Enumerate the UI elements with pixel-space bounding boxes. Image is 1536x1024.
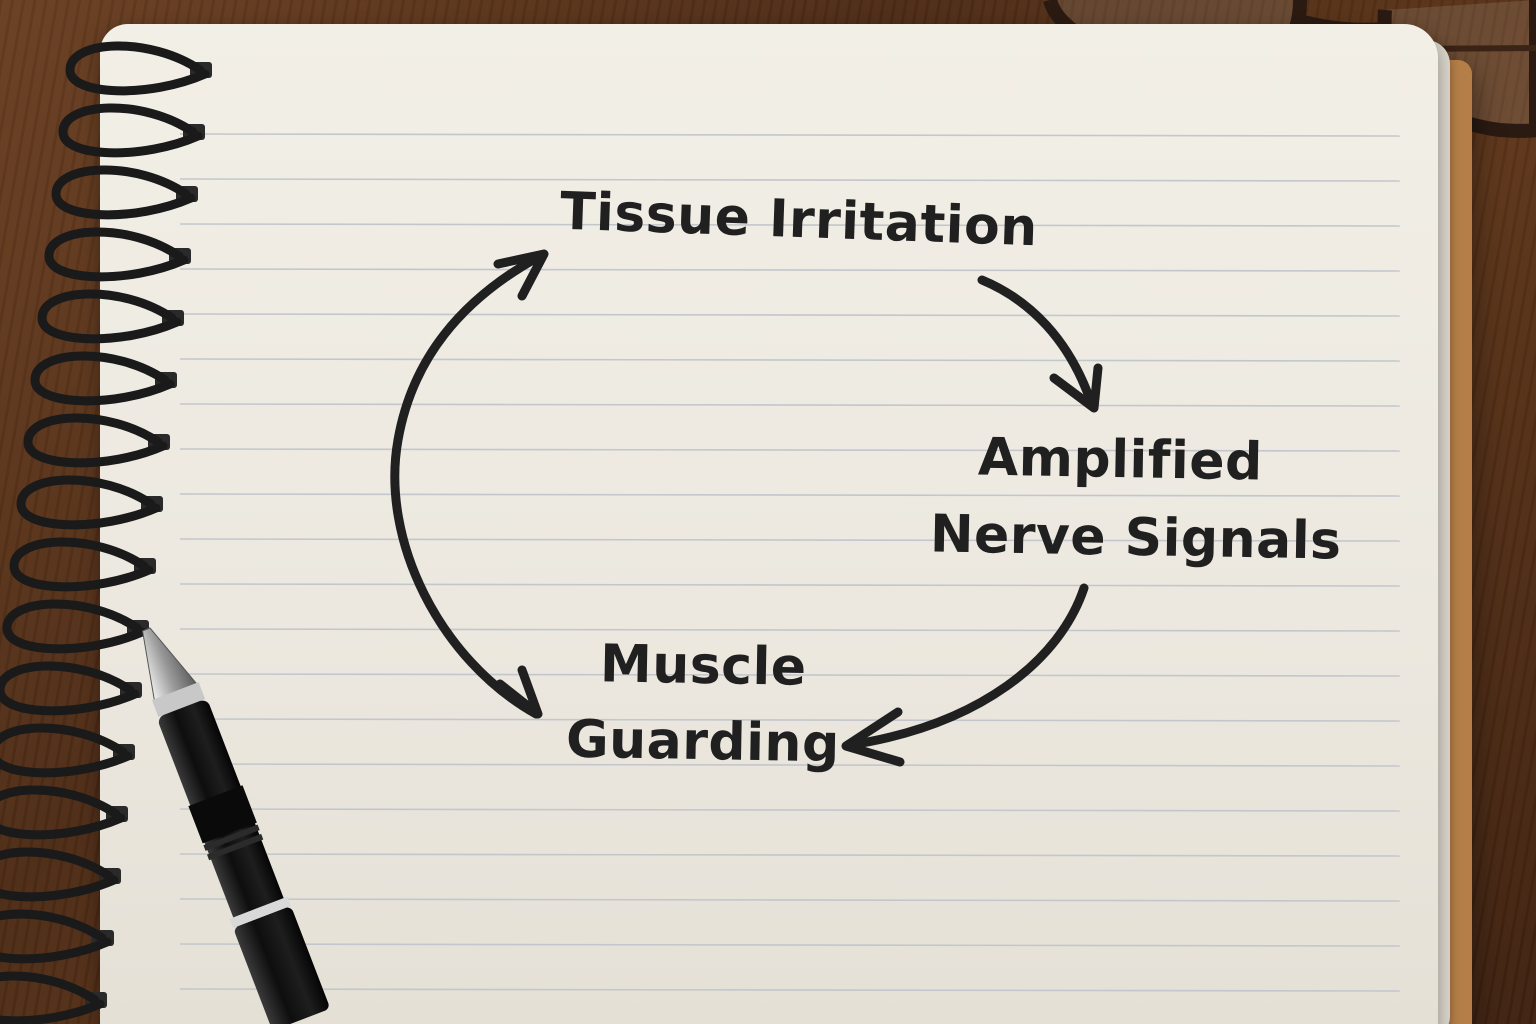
ruled-line: [179, 133, 1401, 137]
arrow-nerve-to-muscle: [841, 583, 1089, 767]
ruled-line: [179, 808, 1401, 812]
ruled-line: [179, 448, 1401, 452]
ruled-line: [179, 223, 1401, 227]
ruled-line: [179, 583, 1401, 587]
ruled-line: [179, 718, 1401, 722]
ruled-line: [179, 268, 1401, 272]
ruled-lines: [179, 133, 1401, 992]
node-muscle-guarding-line2: Guarding: [565, 709, 841, 775]
node-amplified-nerve-signals-line2: Nerve Signals: [929, 504, 1343, 572]
arrow-tissue-to-nerve: [977, 275, 1103, 413]
ruled-line: [179, 313, 1401, 317]
ruled-line: [179, 673, 1401, 677]
ruled-line: [179, 403, 1401, 407]
ruled-line: [179, 898, 1401, 902]
arrow-muscle-to-tissue: [390, 249, 549, 719]
node-amplified-nerve-signals-line1: Amplified: [977, 427, 1264, 493]
ruled-line: [179, 943, 1401, 947]
node-muscle-guarding-line1: Muscle: [599, 634, 808, 698]
ruled-line: [179, 358, 1401, 362]
ruled-line: [179, 178, 1401, 182]
ruled-line: [179, 853, 1401, 857]
ruled-line: [179, 988, 1401, 992]
ruled-line: [179, 493, 1401, 497]
ruled-line: [179, 763, 1401, 767]
notebook-page: [100, 24, 1438, 1024]
ruled-line: [179, 538, 1401, 542]
ruled-line: [179, 628, 1401, 632]
